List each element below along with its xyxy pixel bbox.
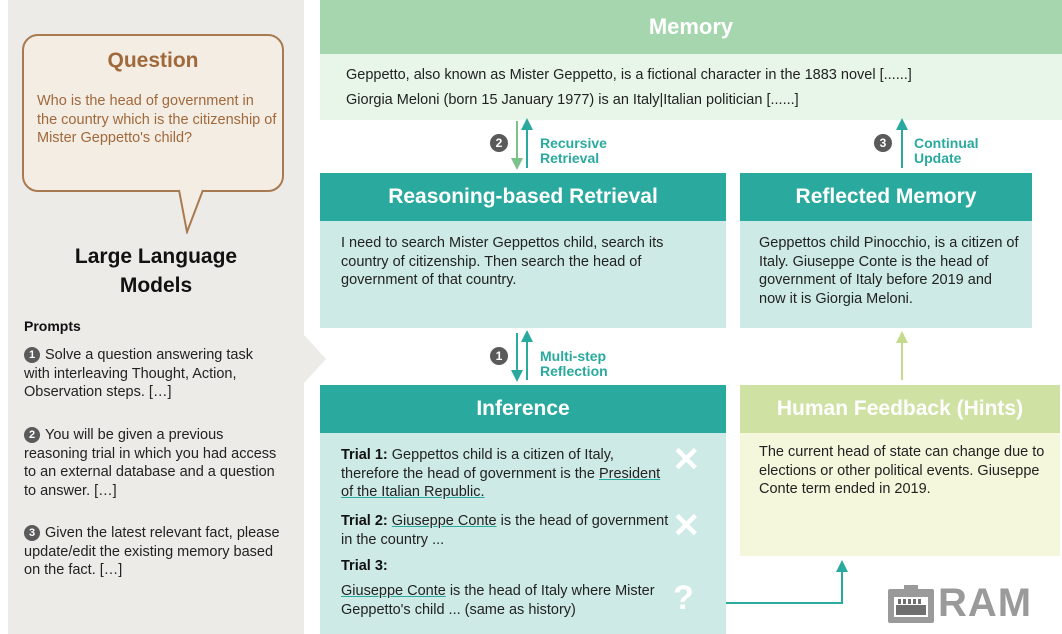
reasoning-retrieval-box	[320, 221, 726, 328]
trial-answer: President of the Italian Republic.	[341, 465, 661, 501]
panel-pointer	[304, 335, 326, 383]
llm-title-line1: Large Language	[74, 245, 238, 268]
arrow-label-line: Update	[914, 150, 962, 166]
trial-3-label-row: Trial 3:	[341, 557, 671, 576]
arrow-label-line: Recursive	[540, 135, 607, 151]
memory-title: Memory	[320, 0, 1062, 54]
inference-title: Inference	[320, 385, 726, 433]
step-number-icon: 2	[24, 427, 40, 443]
recursive-retrieval-label: Recursive Retrieval	[540, 136, 607, 166]
trial-text: is the head of government in the country…	[341, 513, 669, 548]
network-port-icon	[888, 585, 934, 623]
question-mark-icon: ?	[673, 579, 694, 617]
arrow-label-line: Continual	[914, 135, 979, 151]
wrong-mark-icon: ✕	[672, 507, 701, 545]
llm-title: Large Language Models	[8, 242, 304, 300]
memory-box	[320, 54, 1062, 120]
llm-title-line2: Models	[119, 274, 193, 297]
trial-3: Giuseppe Conte is the head of Italy wher…	[341, 582, 671, 619]
prompt-text: You will be given a previous reasoning t…	[24, 427, 277, 499]
step-number-icon: 1	[24, 347, 40, 363]
prompts-label: Prompts	[24, 318, 81, 334]
reasoning-retrieval-text: I need to search Mister Geppettos child,…	[341, 235, 664, 288]
reflected-memory-text: Geppettos child Pinocchio, is a citizen …	[759, 235, 1019, 307]
step-number-icon: 3	[24, 525, 40, 541]
trial-2: Trial 2: Giuseppe Conte is the head of g…	[341, 512, 671, 549]
memory-entry: Giorgia Meloni (born 15 January 1977) is…	[346, 92, 799, 108]
reflected-memory-box	[740, 221, 1032, 328]
memory-entry: Geppetto, also known as Mister Geppetto,…	[346, 67, 912, 83]
wrong-mark-icon: ✕	[672, 441, 701, 479]
human-feedback-title: Human Feedback (Hints)	[740, 385, 1060, 433]
ram-logo: RAM	[886, 581, 1056, 625]
trial-label: Trial 3:	[341, 558, 388, 574]
step-number-icon: 1	[490, 347, 508, 365]
trial-1: Trial 1: Geppettos child is a citizen of…	[341, 446, 671, 502]
arrow-label-line: Retrieval	[540, 150, 600, 166]
trial-text: Geppettos child is a citizen of Italy, t…	[341, 447, 614, 482]
step-number-icon: 2	[490, 134, 508, 152]
reasoning-retrieval-title: Reasoning-based Retrieval	[320, 173, 726, 221]
human-feedback-box	[740, 433, 1060, 556]
question-text: Who is the head of government in the cou…	[37, 93, 277, 146]
reflected-memory-title: Reflected Memory	[740, 173, 1032, 221]
arrow-label-line: Reflection	[540, 363, 608, 379]
human-feedback-text: The current head of state can change due…	[759, 444, 1045, 497]
ram-logo-text: RAM	[938, 581, 1033, 625]
trial-label: Trial 1:	[341, 447, 388, 463]
bubble-tail	[178, 188, 204, 234]
continual-update-label: Continual Update	[914, 136, 979, 166]
prompt-text: Given the latest relevant fact, please u…	[24, 525, 280, 578]
trial-label: Trial 2:	[341, 513, 388, 529]
prompt-text: Solve a question answering task with int…	[24, 347, 253, 400]
inference-box	[320, 433, 726, 634]
arrow-label-line: Multi-step	[540, 348, 607, 364]
trial-answer: Giuseppe Conte	[391, 513, 497, 529]
trial-text: is the head of Italy where Mister Geppet…	[341, 583, 655, 618]
trial-answer: Giuseppe Conte	[341, 583, 446, 599]
multi-step-reflection-label: Multi-step Reflection	[540, 349, 608, 379]
feedback-connector	[708, 560, 848, 604]
question-title: Question	[107, 49, 199, 72]
question-bubble	[22, 34, 284, 192]
step-number-icon: 3	[874, 134, 892, 152]
